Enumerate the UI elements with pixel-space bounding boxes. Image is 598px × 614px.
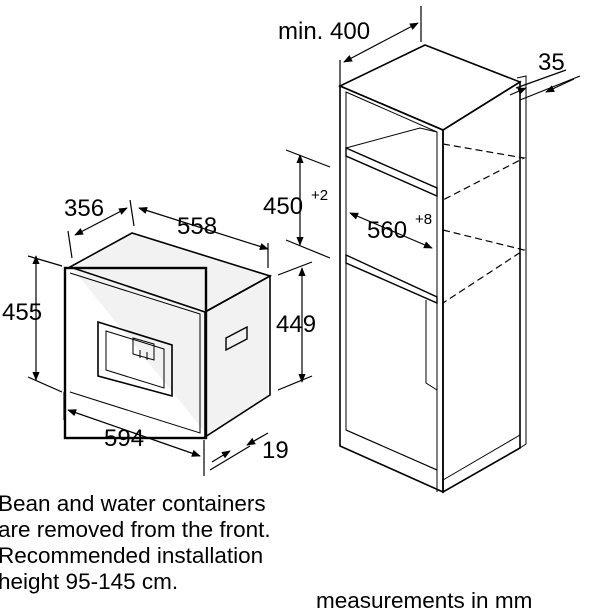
installation-note: Bean and water containers are removed fr… (0, 491, 358, 595)
dim-oven-front-width: 594 (104, 425, 144, 452)
note-line: Bean and water containers (0, 491, 266, 516)
cabinet-top-face (338, 44, 522, 131)
note-line: Recommended installation (0, 543, 264, 568)
dim-niche-height: 450 (263, 193, 303, 220)
units-caption: measurements in mm (316, 588, 533, 613)
tall-cabinet-drawing (338, 44, 527, 494)
dim-oven-inner-height: 449 (276, 311, 316, 338)
cabinet-side-face (442, 80, 521, 494)
side-handle (225, 325, 248, 352)
cabinet-dimension-lines (285, 6, 581, 259)
cabinet-shelf-upper (345, 146, 438, 198)
cabinet-front-face (339, 84, 444, 494)
dim-cabinet-gap: 35 (538, 49, 565, 76)
machine-dimension-lines (27, 199, 313, 476)
dim-oven-front-depth: 19 (262, 437, 289, 464)
dim-niche-width-tolerance: +8 (415, 211, 432, 228)
dispenser-niche (97, 320, 173, 398)
note-line: height 95-145 cm. (0, 569, 179, 594)
dim-cabinet-min-depth: min. 400 (278, 18, 370, 45)
coffee-machine-drawing (63, 232, 273, 440)
dim-oven-height: 455 (2, 299, 42, 326)
dim-niche-height-tolerance: +2 (311, 187, 328, 204)
dispenser-spout (132, 337, 155, 361)
dim-niche-width: 560 (367, 217, 407, 244)
dim-oven-width: 558 (177, 213, 217, 240)
dim-oven-depth: 356 (64, 195, 104, 222)
note-line: are removed from the front. (0, 517, 271, 542)
cabinet-shelf-niche (345, 253, 438, 305)
